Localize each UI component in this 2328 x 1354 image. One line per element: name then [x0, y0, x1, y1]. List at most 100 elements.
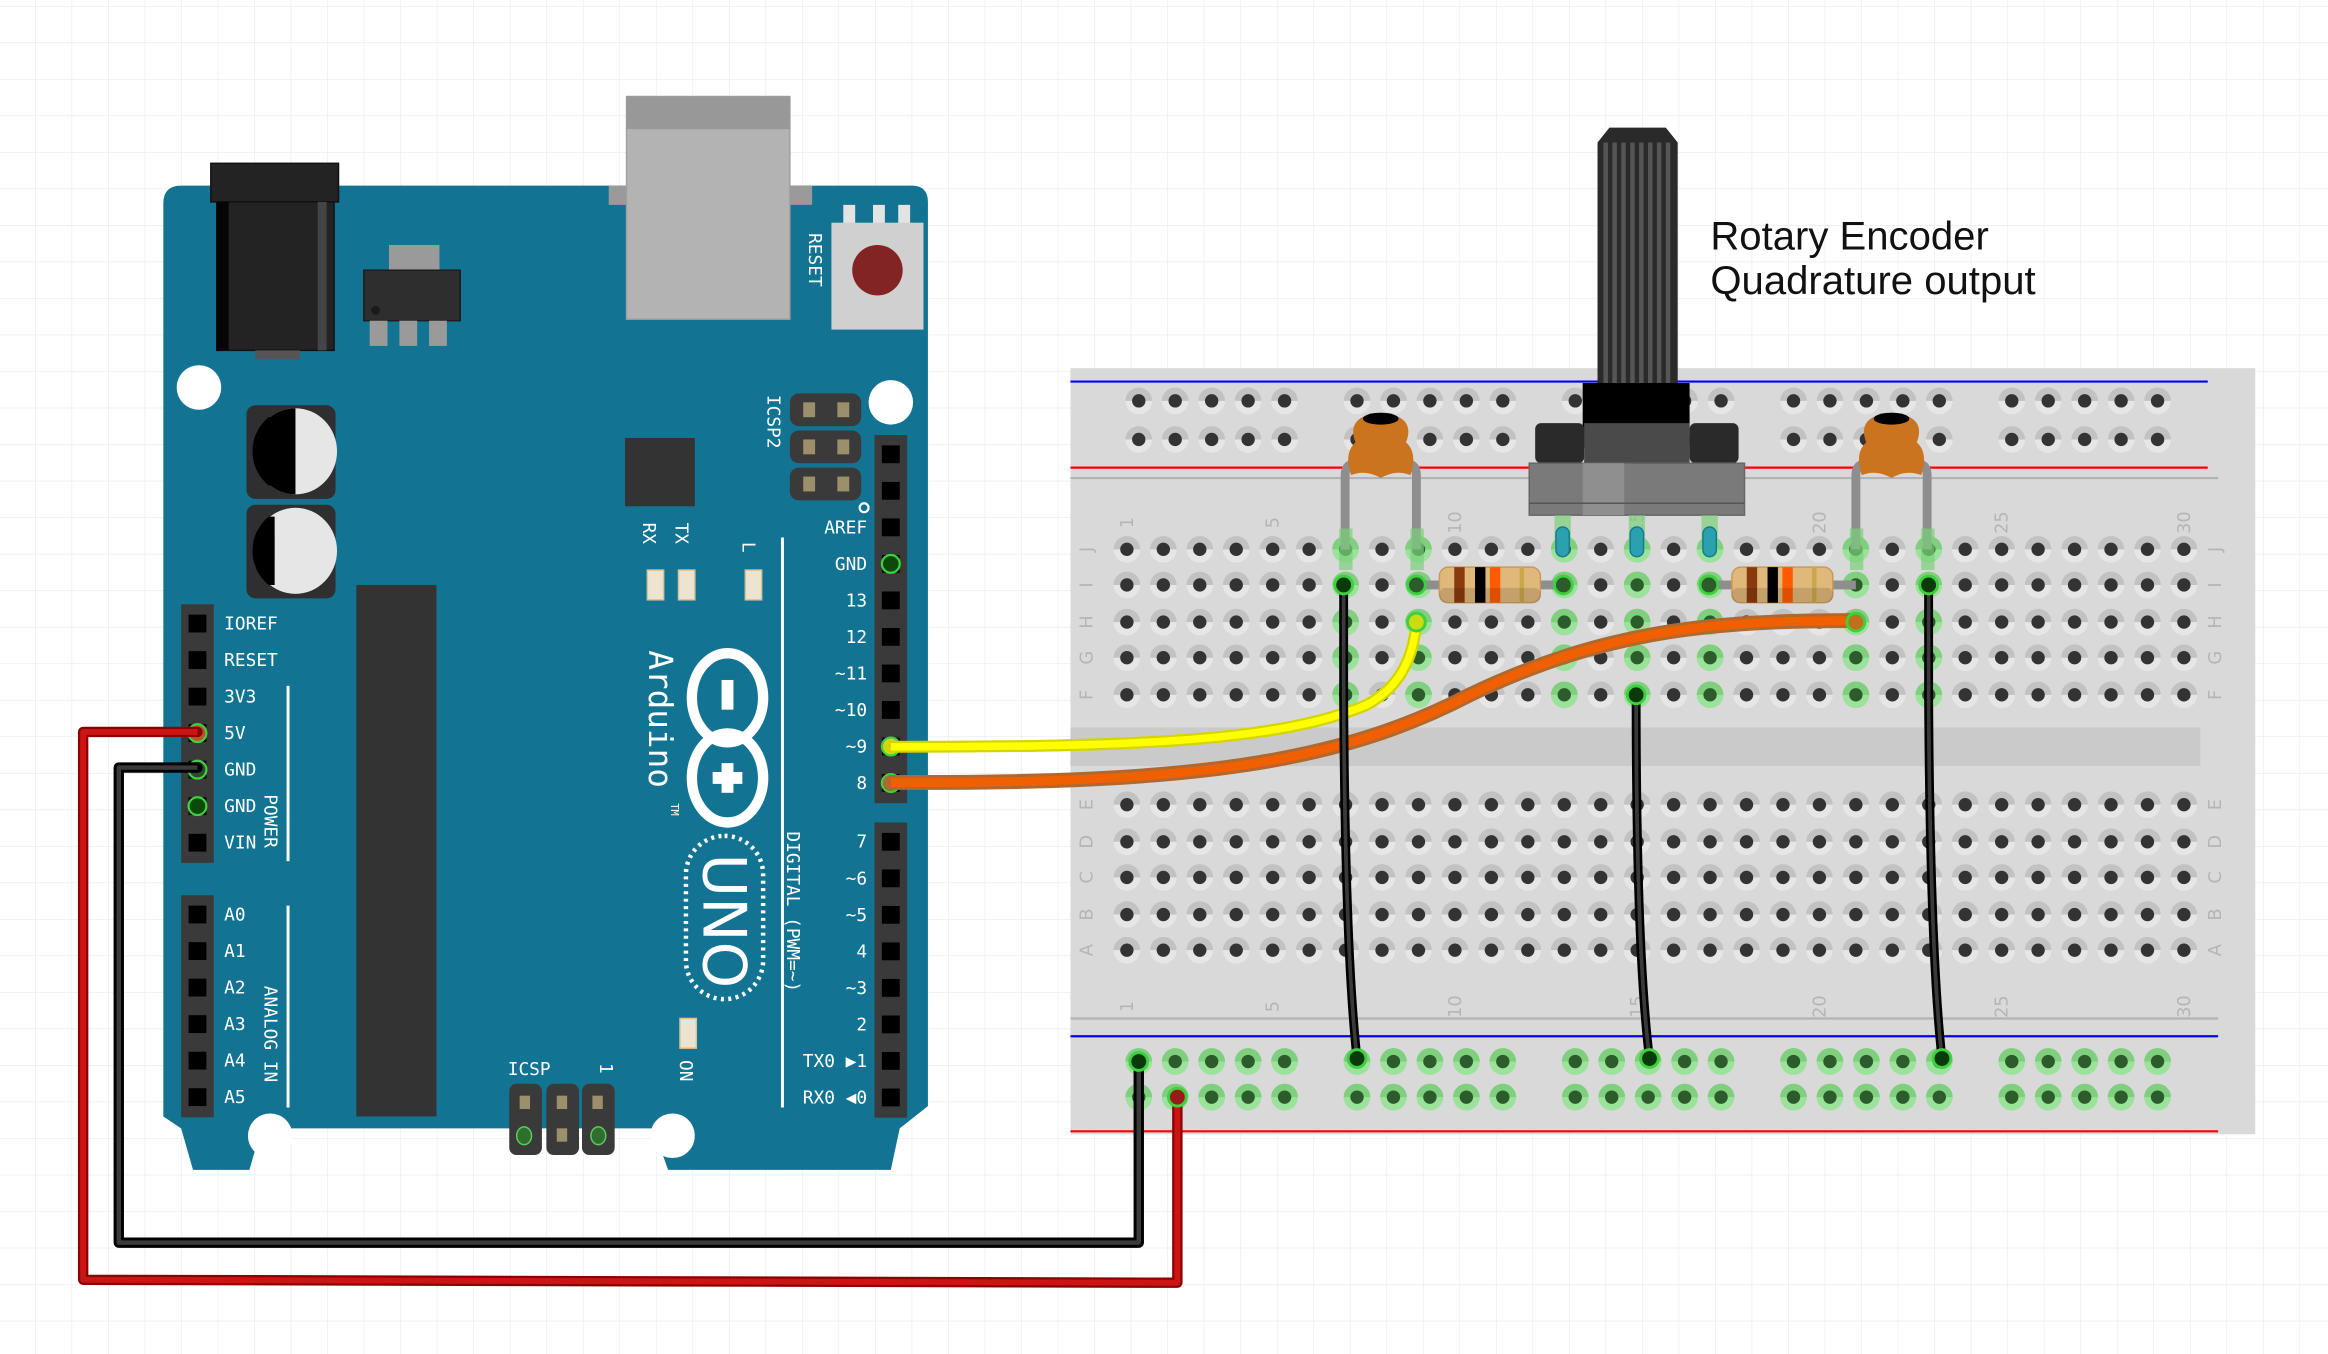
column-number: 20: [1809, 995, 1830, 1018]
wire-gnd-col23[interactable]: [1924, 580, 1947, 1064]
pin-label: AREF: [824, 517, 867, 538]
mounting-hole: [176, 365, 222, 410]
tx-label: TX: [671, 523, 692, 545]
pin-label: A4: [224, 1051, 245, 1072]
resistor-band: [1454, 567, 1465, 603]
header-pin[interactable]: [881, 664, 900, 683]
wire-gnd-col15[interactable]: [1631, 690, 1654, 1064]
model-name: UNO: [689, 854, 758, 989]
column-number: 1: [1117, 517, 1138, 528]
row-label: H: [1077, 615, 1098, 628]
electrolytic-capacitor: [246, 504, 338, 599]
icsp-header: [509, 1083, 615, 1156]
leds: [646, 569, 763, 1049]
header-pin[interactable]: [881, 445, 900, 464]
on-label: ON: [675, 1060, 696, 1081]
resistor-band: [1475, 567, 1486, 603]
rx-label: RX: [638, 523, 659, 545]
mounting-hole: [868, 380, 914, 425]
header-pin[interactable]: [188, 1015, 207, 1034]
wire-endpoint: [1166, 1086, 1188, 1108]
wire-pin8[interactable]: [883, 613, 1864, 790]
wire-endpoint: [1406, 574, 1427, 596]
wire-endpoint: [1918, 574, 1940, 596]
row-label: D: [1077, 835, 1098, 849]
wire-5v[interactable]: [77, 726, 1183, 1288]
header-pin[interactable]: [881, 942, 900, 961]
pin-label: ~3: [846, 978, 867, 999]
pin-label: GND: [224, 796, 256, 817]
row-label: D: [2205, 835, 2226, 849]
column-number: 10: [1445, 511, 1466, 534]
pin-label: A2: [224, 978, 245, 999]
header-pin[interactable]: [188, 614, 207, 633]
header-pin[interactable]: [188, 687, 207, 706]
row-label: C: [2205, 871, 2226, 883]
column-number: 25: [1992, 995, 2013, 1018]
icsp-pin1-label: 1: [595, 1063, 616, 1074]
wire-endpoint: [1406, 611, 1427, 633]
wire-endpoint: [1346, 1048, 1368, 1069]
wire-pin9[interactable]: [884, 617, 1423, 753]
ceramic-capacitor-2[interactable]: [1849, 412, 1935, 571]
pin-label: GND: [224, 760, 256, 781]
header-pin[interactable]: [881, 1052, 900, 1070]
wire-endpoint: [1128, 1051, 1150, 1072]
header-pin[interactable]: [881, 591, 900, 610]
rotary-encoder[interactable]: [1528, 127, 1746, 558]
wire-endpoint: [1845, 611, 1867, 633]
header-pin[interactable]: [881, 978, 900, 997]
electrolytic-capacitor: [246, 405, 338, 499]
header-pin[interactable]: [881, 1015, 900, 1034]
resistor-1[interactable]: [1416, 566, 1564, 604]
pin-label: A0: [224, 904, 245, 925]
header-pin[interactable]: [188, 905, 207, 924]
header-pin[interactable]: [881, 905, 900, 924]
arduino-logo: [686, 648, 769, 828]
row-label: E: [1077, 799, 1098, 810]
column-number: 5: [1263, 1001, 1284, 1012]
header-pin[interactable]: [188, 651, 207, 669]
reset-button[interactable]: [831, 204, 924, 330]
trademark: TM: [668, 803, 680, 815]
mounting-hole: [650, 1113, 695, 1159]
tx-led: [677, 569, 696, 601]
rx-led: [646, 569, 665, 601]
wire-gnd[interactable]: [113, 762, 1144, 1248]
resistor-band: [1519, 567, 1525, 603]
row-label: A: [2205, 943, 2226, 956]
header-pin[interactable]: [881, 832, 900, 851]
reset-button-cap[interactable]: [852, 244, 903, 296]
header-pin[interactable]: [188, 978, 207, 997]
usb-chip: [625, 437, 695, 507]
ceramic-capacitor-1[interactable]: [1339, 412, 1424, 571]
wire-endpoint: [1552, 574, 1574, 596]
header-pin[interactable]: [881, 518, 900, 537]
arduino-uno-board[interactable]: RESET ICSP2: [163, 95, 928, 1170]
header-pin[interactable]: [188, 942, 207, 960]
header-pin[interactable]: [881, 481, 900, 500]
row-label: G: [1077, 651, 1098, 665]
column-number: 25: [1992, 511, 2013, 534]
pin-label: A3: [224, 1014, 245, 1035]
pin-label: A1: [224, 941, 245, 962]
pin-label: ~6: [846, 868, 867, 889]
pin-label: ~10: [835, 700, 867, 721]
header-pin[interactable]: [881, 869, 900, 888]
resistor-band: [1782, 567, 1793, 603]
header-pin[interactable]: [188, 1088, 207, 1107]
header-pin[interactable]: [881, 1088, 900, 1107]
pin-label: IOREF: [224, 613, 278, 634]
header-pin[interactable]: [188, 1051, 207, 1070]
header-pin[interactable]: [188, 833, 207, 852]
pin-label: GND: [835, 554, 867, 575]
row-label: H: [2205, 615, 2226, 628]
header-pin[interactable]: [881, 701, 900, 719]
wire-gnd-col7[interactable]: [1339, 580, 1362, 1064]
header-pin[interactable]: [881, 628, 900, 646]
encoder-pins: [1554, 515, 1718, 558]
resistor-2[interactable]: [1708, 566, 1856, 604]
brand-name: Arduino: [641, 650, 679, 788]
column-number: 30: [2174, 995, 2195, 1018]
